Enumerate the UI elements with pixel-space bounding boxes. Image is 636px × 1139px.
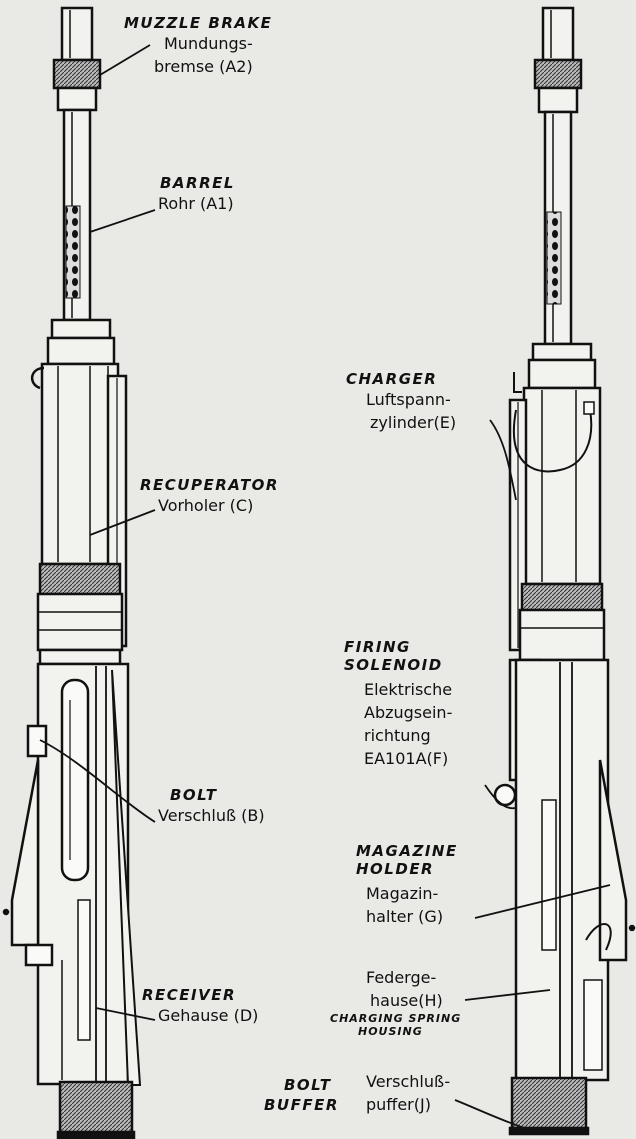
label-muzzle-brake-en: MUZZLE BRAKE	[124, 14, 273, 32]
right-recuperator	[522, 386, 602, 586]
label-magazine-holder-de-1: Magazin-	[366, 884, 439, 903]
right-receiver	[514, 658, 610, 1082]
left-recuperator-cap	[46, 336, 116, 366]
label-bolt-buffer-de-1: Verschluß-	[366, 1072, 451, 1091]
leader-receiver	[95, 1007, 156, 1021]
leader-magazine-holder	[474, 884, 611, 919]
right-bolt-buffer	[510, 1076, 588, 1132]
leader-barrel	[89, 209, 156, 233]
leader-lines	[39, 44, 611, 1131]
right-side-plate	[598, 759, 628, 962]
left-hook	[31, 366, 45, 390]
left-lower-housing	[36, 592, 124, 652]
leader-muzzle-brake	[99, 44, 151, 76]
label-firing-solenoid-de-3: richtung	[364, 726, 431, 745]
leader-bolt	[39, 739, 156, 823]
left-bolt-buffer	[58, 1080, 134, 1136]
leader-charging-spring-housing	[464, 989, 551, 1001]
label-magazine-holder-de-2: halter (G)	[366, 907, 444, 926]
label-charger-en: CHARGER	[346, 370, 438, 388]
label-firing-solenoid-en-2: SOLENOID	[344, 656, 443, 674]
label-firing-solenoid-de-4: EA101A(F)	[364, 749, 449, 768]
right-barrel-collar	[531, 342, 593, 362]
left-bolt-bracket	[26, 724, 48, 758]
left-barrel-perforations	[65, 205, 81, 299]
label-barrel-de: Rohr (A1)	[158, 194, 234, 213]
label-charging-spring-housing-en-2: HOUSING	[358, 1025, 423, 1038]
leader-firing-solenoid	[484, 784, 516, 810]
label-firing-solenoid: FIRING SOLENOID Elektrische Abzugsein- r…	[344, 638, 452, 770]
right-muzzle-tip	[541, 6, 575, 62]
label-receiver: RECEIVER Gehause (D)	[142, 986, 258, 1027]
label-recuperator: RECUPERATOR Vorholer (C)	[140, 476, 279, 517]
label-magazine-holder-en-2: HOLDER	[356, 860, 435, 878]
label-firing-solenoid-de-1: Elektrische	[364, 680, 453, 699]
label-receiver-en: RECEIVER	[142, 986, 237, 1004]
label-charger: CHARGER Luftspann- zylinder(E)	[346, 370, 456, 434]
right-cannon-drawing	[493, 6, 636, 1136]
label-firing-solenoid-en-1: FIRING	[344, 638, 411, 656]
label-bolt-en: BOLT	[170, 786, 218, 804]
label-charger-de-1: Luftspann-	[366, 390, 451, 409]
right-charger-hose	[513, 409, 593, 473]
label-muzzle-brake-de-2: bremse (A2)	[154, 57, 253, 76]
label-magazine-holder: MAGAZINE HOLDER Magazin- halter (G)	[356, 842, 458, 928]
leader-recuperator	[89, 509, 156, 536]
label-recuperator-de: Vorholer (C)	[158, 496, 254, 515]
label-bolt-de: Verschluß (B)	[158, 806, 265, 825]
label-bolt: BOLT Verschluß (B)	[158, 786, 265, 827]
label-bolt-buffer-en-1: BOLT	[284, 1076, 332, 1094]
label-charging-spring-housing-de-1: Federge-	[366, 968, 437, 987]
leader-bolt-buffer	[454, 1099, 531, 1131]
right-muzzle-brake	[533, 58, 583, 90]
label-muzzle-brake-de-1: Mundungs-	[164, 34, 253, 53]
left-side-foot	[24, 943, 54, 967]
left-barrel-collar	[50, 318, 112, 340]
label-bolt-buffer-en-2: BUFFER	[264, 1096, 339, 1114]
right-lower-housing	[518, 608, 606, 662]
left-side-plate	[10, 759, 40, 947]
left-recuperator	[40, 362, 120, 566]
label-charging-spring-housing-de-2: hause(H)	[370, 991, 443, 1010]
right-lower-collar	[520, 582, 604, 612]
label-charging-spring-housing: Federge- hause(H) CHARGING SPRING HOUSIN…	[330, 966, 461, 1038]
label-barrel-en: BARREL	[160, 174, 235, 192]
label-recuperator-en: RECUPERATOR	[140, 476, 279, 494]
label-barrel: BARREL Rohr (A1)	[158, 174, 235, 215]
label-charger-de-2: zylinder(E)	[370, 413, 457, 432]
left-lower-collar	[38, 562, 122, 596]
label-firing-solenoid-de-2: Abzugsein-	[364, 703, 453, 722]
leader-charger	[489, 419, 517, 501]
label-magazine-holder-en-1: MAGAZINE	[356, 842, 458, 860]
left-muzzle-brake	[52, 58, 102, 90]
left-bolt-slot	[60, 678, 90, 882]
label-muzzle-brake: MUZZLE BRAKE Mundungs- bremse (A2)	[124, 14, 272, 78]
right-muzzle-collar	[537, 86, 579, 114]
left-muzzle-tip	[60, 6, 94, 62]
label-receiver-de: Gehause (D)	[158, 1006, 259, 1025]
label-bolt-buffer-de-2: puffer(J)	[366, 1095, 431, 1114]
label-charging-spring-housing-en-1: CHARGING SPRING	[330, 1012, 462, 1025]
left-lower-ring	[38, 648, 122, 666]
left-cannon-drawing	[2, 6, 142, 1139]
right-recuperator-cap	[527, 358, 597, 390]
left-right-extension	[111, 669, 142, 1086]
left-muzzle-collar	[56, 86, 98, 112]
right-barrel-perforations	[546, 211, 562, 305]
